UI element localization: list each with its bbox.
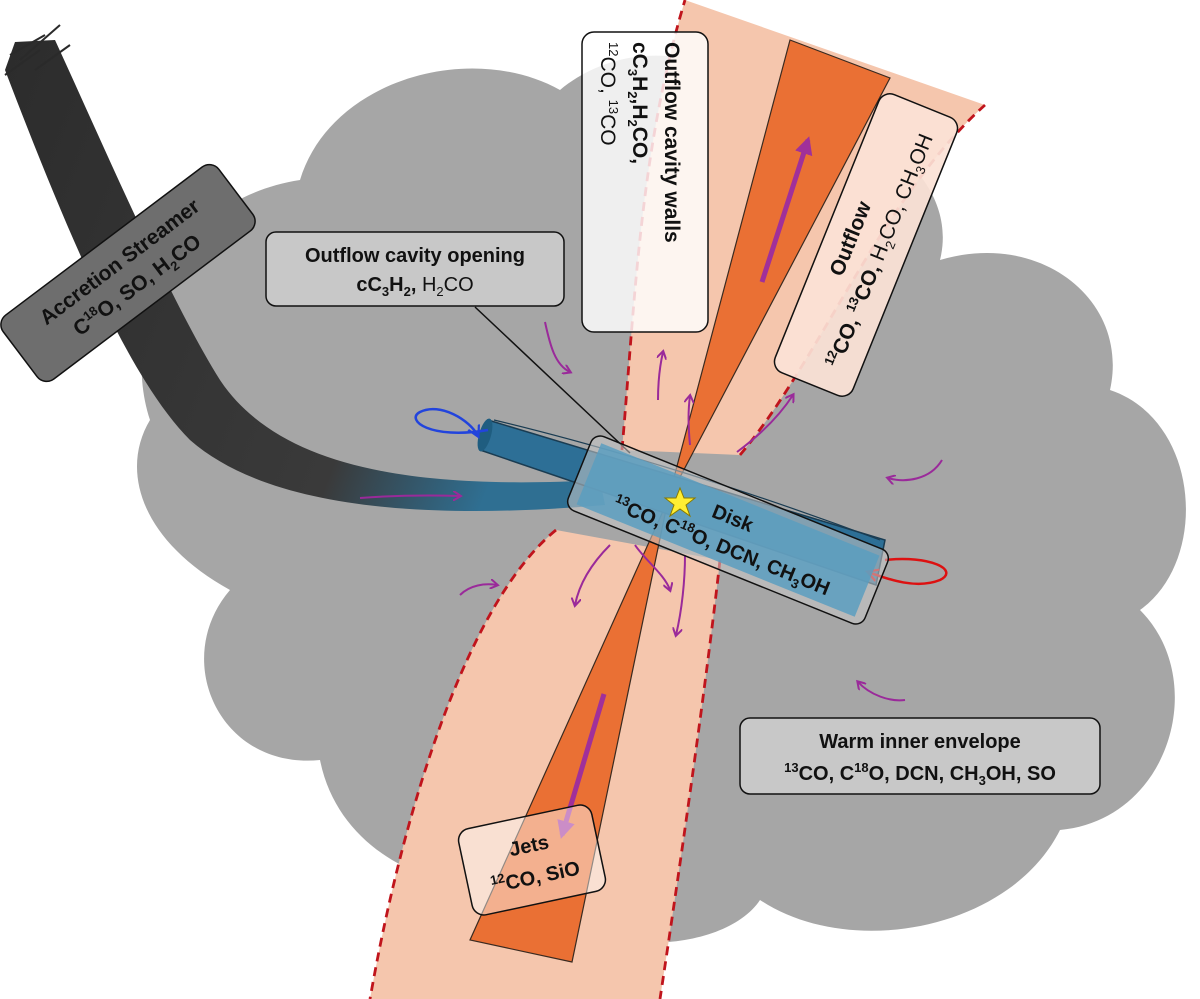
cavity-opening-title: Outflow cavity opening <box>305 245 525 267</box>
lower-jet-arrow <box>557 693 607 839</box>
warm-envelope-title: Warm inner envelope <box>819 731 1021 753</box>
cavity-opening-pointer <box>474 306 631 454</box>
jets <box>469 39 891 963</box>
jets-label: Jets 12CO, SiO <box>457 804 607 916</box>
lower-jet <box>469 499 669 963</box>
svg-text:13CO, C18O, DCN, CH3OH, SO: 13CO, C18O, DCN, CH3OH, SO <box>784 760 1056 788</box>
rotation-arrow-red <box>868 557 948 585</box>
infall-arrows <box>359 321 943 702</box>
cavity-opening-label: Outflow cavity opening cC3H2, H2CO <box>265 231 565 307</box>
cavity-walls-label: Outflow cavity walls cC3H2,H2CO, 12CO, 1… <box>581 31 709 333</box>
protostar-star-icon <box>663 486 697 518</box>
svg-text:cC3H2,H2CO,: cC3H2,H2CO, <box>625 42 651 164</box>
outflow-label: Outflow 12CO, 13CO, H2CO, CH3OH <box>773 93 959 397</box>
upper-jet <box>667 39 891 501</box>
accretion-streamer <box>4 24 605 512</box>
svg-text:cC3H2, H2CO: cC3H2, H2CO <box>356 274 473 299</box>
rotation-arrow-blue <box>414 407 489 436</box>
svg-text:12CO, 13CO: 12CO, 13CO <box>596 42 621 146</box>
warm-envelope-label: Warm inner envelope 13CO, C18O, DCN, CH3… <box>739 717 1101 795</box>
upper-jet-arrow <box>759 136 813 283</box>
cavity-walls-title: Outflow cavity walls <box>660 42 683 243</box>
